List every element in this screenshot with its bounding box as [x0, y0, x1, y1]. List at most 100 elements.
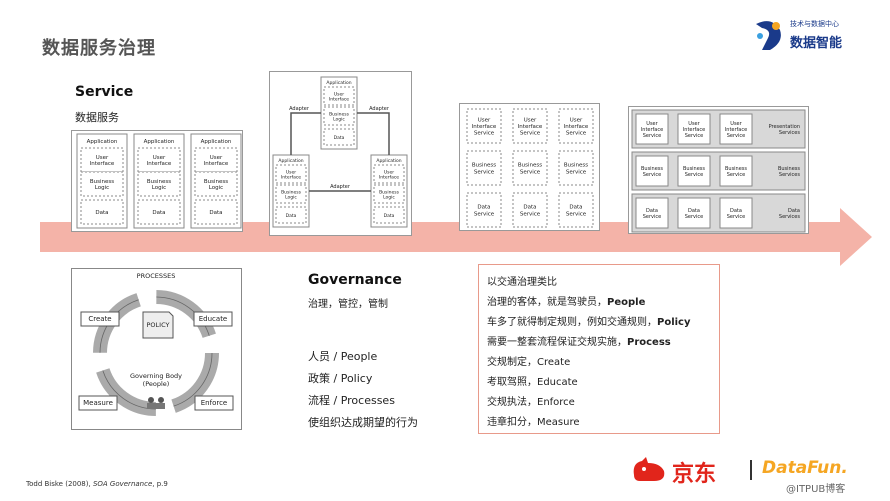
- layer-box: [323, 106, 355, 126]
- policy-scroll: [142, 311, 174, 339]
- service-box: [719, 155, 753, 187]
- layer-box: [80, 199, 124, 225]
- governance-list: 人员 / People 政策 / Policy 流程 / Processes 使…: [308, 346, 418, 434]
- create-box: [80, 311, 120, 327]
- person-icon: [158, 397, 164, 403]
- service-box: [466, 108, 502, 144]
- policy-label: POLICY: [147, 321, 170, 329]
- service-box: [635, 197, 669, 229]
- layer-label: Data: [286, 213, 297, 219]
- application-label: Application: [376, 158, 401, 164]
- governance-title: Governance: [308, 272, 402, 288]
- jd-dog-icon: [633, 457, 665, 481]
- service-box: [677, 155, 711, 187]
- adapter-label: Adapter: [369, 106, 390, 112]
- service-box: [635, 155, 669, 187]
- layer-box: [137, 147, 181, 173]
- layer-box: [137, 171, 181, 197]
- adapter-line: [357, 112, 390, 155]
- service-box: [719, 197, 753, 229]
- note-line: 车多了就得制定规则，例如交通规则，Policy: [487, 317, 691, 328]
- governance-item: 政策 / Policy: [308, 372, 373, 385]
- enforce-box: [194, 395, 234, 411]
- logo-small-text: 技术与数据中心: [790, 20, 839, 28]
- layer-box: [373, 206, 405, 224]
- layer-label: Data: [384, 213, 395, 219]
- person-icon: [148, 397, 154, 403]
- layer-label: Data: [209, 210, 222, 216]
- governance-subtitle: 治理，管控，管制: [308, 299, 388, 310]
- service-box: [558, 192, 594, 228]
- layer-box: [373, 164, 405, 184]
- enforce-label: Enforce: [201, 399, 228, 407]
- layer-box: [275, 164, 307, 184]
- jd-brand: 京东: [672, 462, 717, 487]
- measure-box: [78, 395, 118, 411]
- educate-box: [193, 311, 233, 327]
- analogy-notes-box: 以交通治理类比 治理的客体，就是驾驶员，People 车多了就得制定规则，例如交…: [478, 264, 720, 434]
- service-box: [512, 150, 548, 186]
- layer-box: [275, 184, 307, 204]
- note-line: 交规制定，Create: [487, 357, 571, 368]
- brand-divider: [750, 460, 752, 480]
- note-line: 考取驾照，Educate: [487, 377, 578, 388]
- layer-label: Data: [152, 210, 165, 216]
- application-label: Application: [201, 139, 232, 145]
- service-box: [719, 113, 753, 145]
- logo-big-text: 数据智能: [790, 36, 843, 51]
- watermark: @ITPUB博客: [786, 484, 846, 495]
- note-line: 交规执法，Enforce: [487, 397, 575, 408]
- service-box: [558, 150, 594, 186]
- governing-body-label: Governing Body(People): [130, 372, 182, 388]
- layer-box: [194, 171, 238, 197]
- people-icon: [147, 403, 165, 409]
- citation: Todd Biske (2008), SOA Governance, p.9: [26, 480, 168, 488]
- layer-box: [137, 199, 181, 225]
- service-box: [635, 113, 669, 145]
- educate-label: Educate: [199, 315, 228, 323]
- processes-title: PROCESSES: [137, 272, 176, 280]
- page-title: 数据服务治理: [42, 38, 156, 59]
- application-label: Application: [87, 139, 118, 145]
- adapter-line: [290, 112, 321, 155]
- service-box: [558, 108, 594, 144]
- governance-item: 人员 / People: [308, 350, 378, 363]
- layer-box: [275, 206, 307, 224]
- service-box: [677, 197, 711, 229]
- governance-item: 流程 / Processes: [308, 394, 395, 407]
- service-box: [677, 113, 711, 145]
- service-subtitle: 数据服务: [75, 111, 119, 124]
- measure-label: Measure: [83, 399, 113, 407]
- application-label: Application: [278, 158, 303, 164]
